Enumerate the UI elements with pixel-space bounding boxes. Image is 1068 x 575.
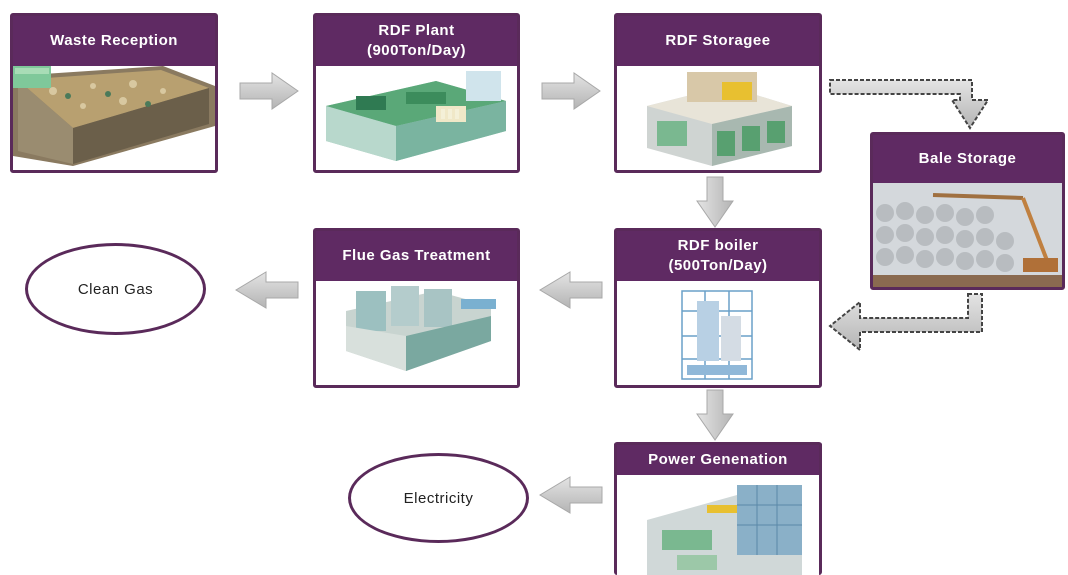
dashed-arrow-to-boiler-icon xyxy=(828,293,983,353)
rdf-plant-title: RDF Plant (900Ton/Day) xyxy=(316,16,517,66)
rdf-plant-title-line2: (900Ton/Day) xyxy=(366,42,467,59)
arrow-down-icon xyxy=(696,176,734,228)
rdf-boiler-box: RDF boiler (500Ton/Day) xyxy=(614,228,822,388)
rdf-boiler-image xyxy=(681,290,753,380)
power-generation-image xyxy=(647,485,802,575)
arrow-left-icon xyxy=(235,271,299,309)
arrow-right-icon xyxy=(239,72,299,110)
arrow-left-icon xyxy=(539,476,603,514)
clean-gas-output: Clean Gas xyxy=(25,243,206,335)
arrow-down-icon xyxy=(696,389,734,441)
arrow-left-icon xyxy=(539,271,603,309)
waste-pit-image xyxy=(13,66,215,166)
bale-storage-image xyxy=(873,183,1062,287)
electricity-output: Electricity xyxy=(348,453,529,543)
rdf-plant-image xyxy=(326,71,506,161)
power-generation-title: Power Genenation xyxy=(617,445,819,475)
rdf-plant-title-line1: RDF Plant xyxy=(378,22,455,39)
flue-gas-box: Flue Gas Treatment xyxy=(313,228,520,388)
waste-reception-title: Waste Reception xyxy=(13,16,215,66)
rdf-storage-title: RDF Storagee xyxy=(617,16,819,66)
bale-storage-title: Bale Storage xyxy=(873,135,1062,183)
rdf-boiler-title: RDF boiler (500Ton/Day) xyxy=(617,231,819,281)
bale-storage-box: Bale Storage xyxy=(870,132,1065,290)
power-generation-box: Power Genenation xyxy=(614,442,822,575)
arrow-right-icon xyxy=(541,72,601,110)
rdf-plant-box: RDF Plant (900Ton/Day) xyxy=(313,13,520,173)
rdf-boiler-title-line1: RDF boiler xyxy=(677,237,759,254)
rdf-storage-image xyxy=(647,72,792,166)
flue-gas-title: Flue Gas Treatment xyxy=(316,231,517,281)
waste-reception-box: Waste Reception xyxy=(10,13,218,173)
flue-gas-image xyxy=(346,286,496,371)
rdf-storage-box: RDF Storagee xyxy=(614,13,822,173)
dashed-arrow-to-bale-icon xyxy=(829,79,990,130)
rdf-boiler-title-line2: (500Ton/Day) xyxy=(668,257,768,274)
